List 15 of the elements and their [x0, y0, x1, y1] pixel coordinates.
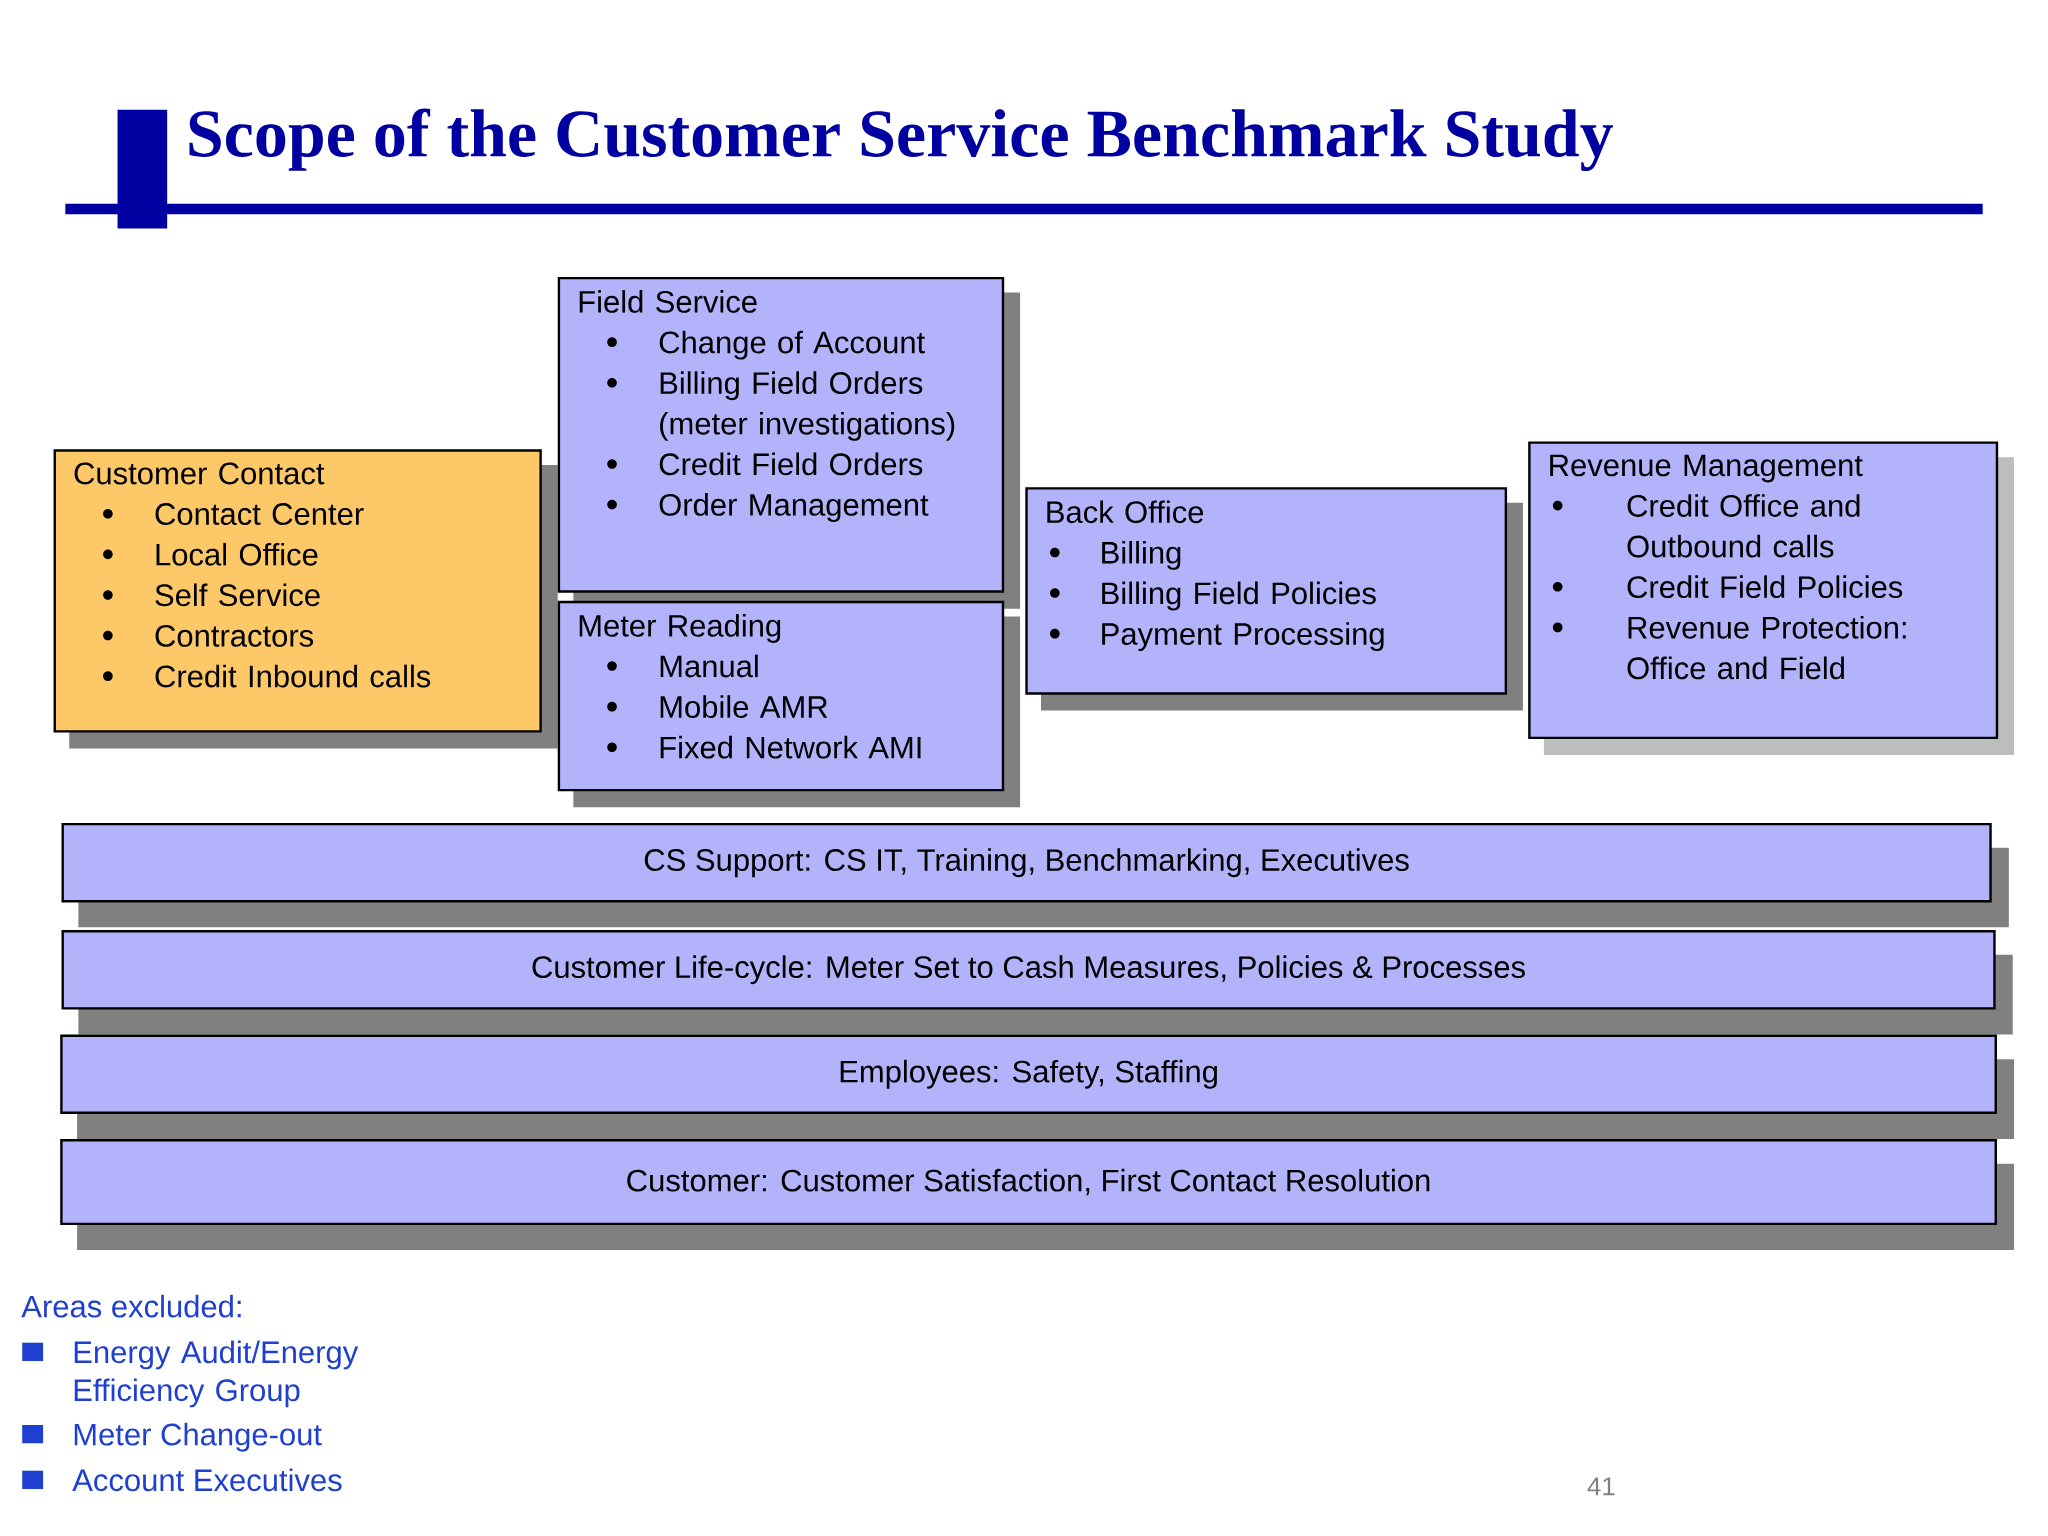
page-number: 41: [1587, 1477, 1615, 1496]
excluded-text: Meter Change-out: [74, 1422, 322, 1452]
text-box: Meter Reading Manual Mobile AMR Fixed Network AMI: [557, 600, 1005, 792]
text-box: Revenue Management Credit Office and Outbound calls Credit Field Policies Revenue Protection: Office and Field: [1528, 441, 1999, 740]
band-box: Employees: Safety, Staffing: [60, 1034, 1997, 1114]
excluded-text: Areas excluded:: [21, 1294, 241, 1318]
excluded-text: Account Executives: [72, 1468, 342, 1492]
text-box: Field Service Change of Account Billing Field Orders (meter investigations) Credit Field Orders Order Management: [557, 276, 1005, 593]
band-box: Customer: Customer Satisfaction, First Contact Resolution: [60, 1139, 1997, 1226]
text-box: Back Office Billing Billing Field Policies Payment Processing: [1025, 487, 1508, 695]
band-box: Customer Life-cycle: Meter Set to Cash Measures, Policies & Processes: [61, 930, 1996, 1010]
band-box: CS Support: CS IT, Training, Benchmarking, Executives: [61, 822, 1992, 903]
text-box: Customer Contact Contact Center Local Office Self Service Contractors Credit Inbound calls: [53, 449, 542, 733]
diagram-title: Scope of the Customer Service Benchmark Study: [189, 108, 1613, 172]
excluded-text: Energy Audit/Energy Efficiency Group: [74, 1340, 359, 1408]
